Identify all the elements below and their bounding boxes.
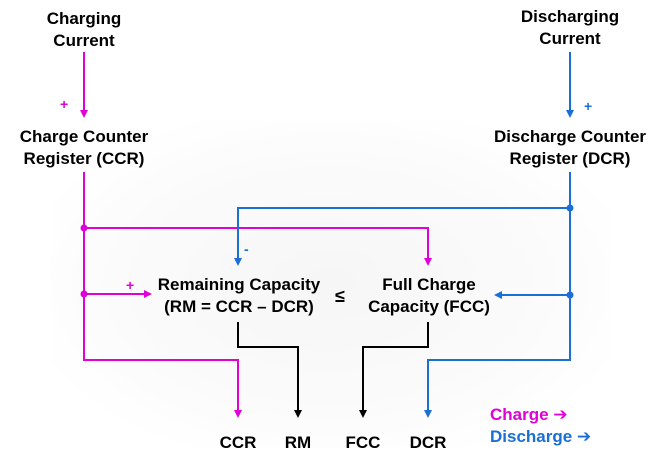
ccr-trunk bbox=[83, 172, 242, 418]
charge-plus-sign: + bbox=[60, 96, 69, 112]
rm-minus-sign: - bbox=[244, 241, 249, 257]
discharging-current-label: Discharging Current bbox=[520, 7, 620, 48]
rm-output-line bbox=[237, 322, 302, 418]
ccr-register-label: Charge Counter Register (CCR) bbox=[19, 127, 149, 168]
rm-plus-sign: + bbox=[126, 277, 135, 293]
dcr-register-label: Discharge Counter Register (DCR) bbox=[493, 127, 647, 168]
charging-current-label: Charging Current bbox=[46, 9, 122, 50]
output-rm: RM bbox=[284, 433, 312, 452]
relation-symbol: ≤ bbox=[335, 286, 345, 306]
ccr-to-fcc bbox=[84, 227, 432, 266]
fcc-output-line bbox=[359, 322, 429, 418]
full-charge-capacity-block: Full Charge Capacity (FCC) bbox=[368, 275, 490, 316]
dcr-to-rm bbox=[234, 207, 570, 266]
legend-charge: Charge ➔ bbox=[490, 405, 568, 424]
remaining-capacity-block: Remaining Capacity (RM = CCR – DCR) bbox=[157, 275, 321, 316]
background-panel bbox=[50, 120, 610, 450]
output-dcr: DCR bbox=[409, 433, 447, 452]
output-ccr: CCR bbox=[219, 433, 257, 452]
output-fcc: FCC bbox=[345, 433, 381, 452]
discharge-plus-sign: + bbox=[584, 98, 593, 114]
legend-discharge: Discharge ➔ bbox=[490, 427, 592, 446]
dcr-trunk bbox=[424, 172, 571, 418]
